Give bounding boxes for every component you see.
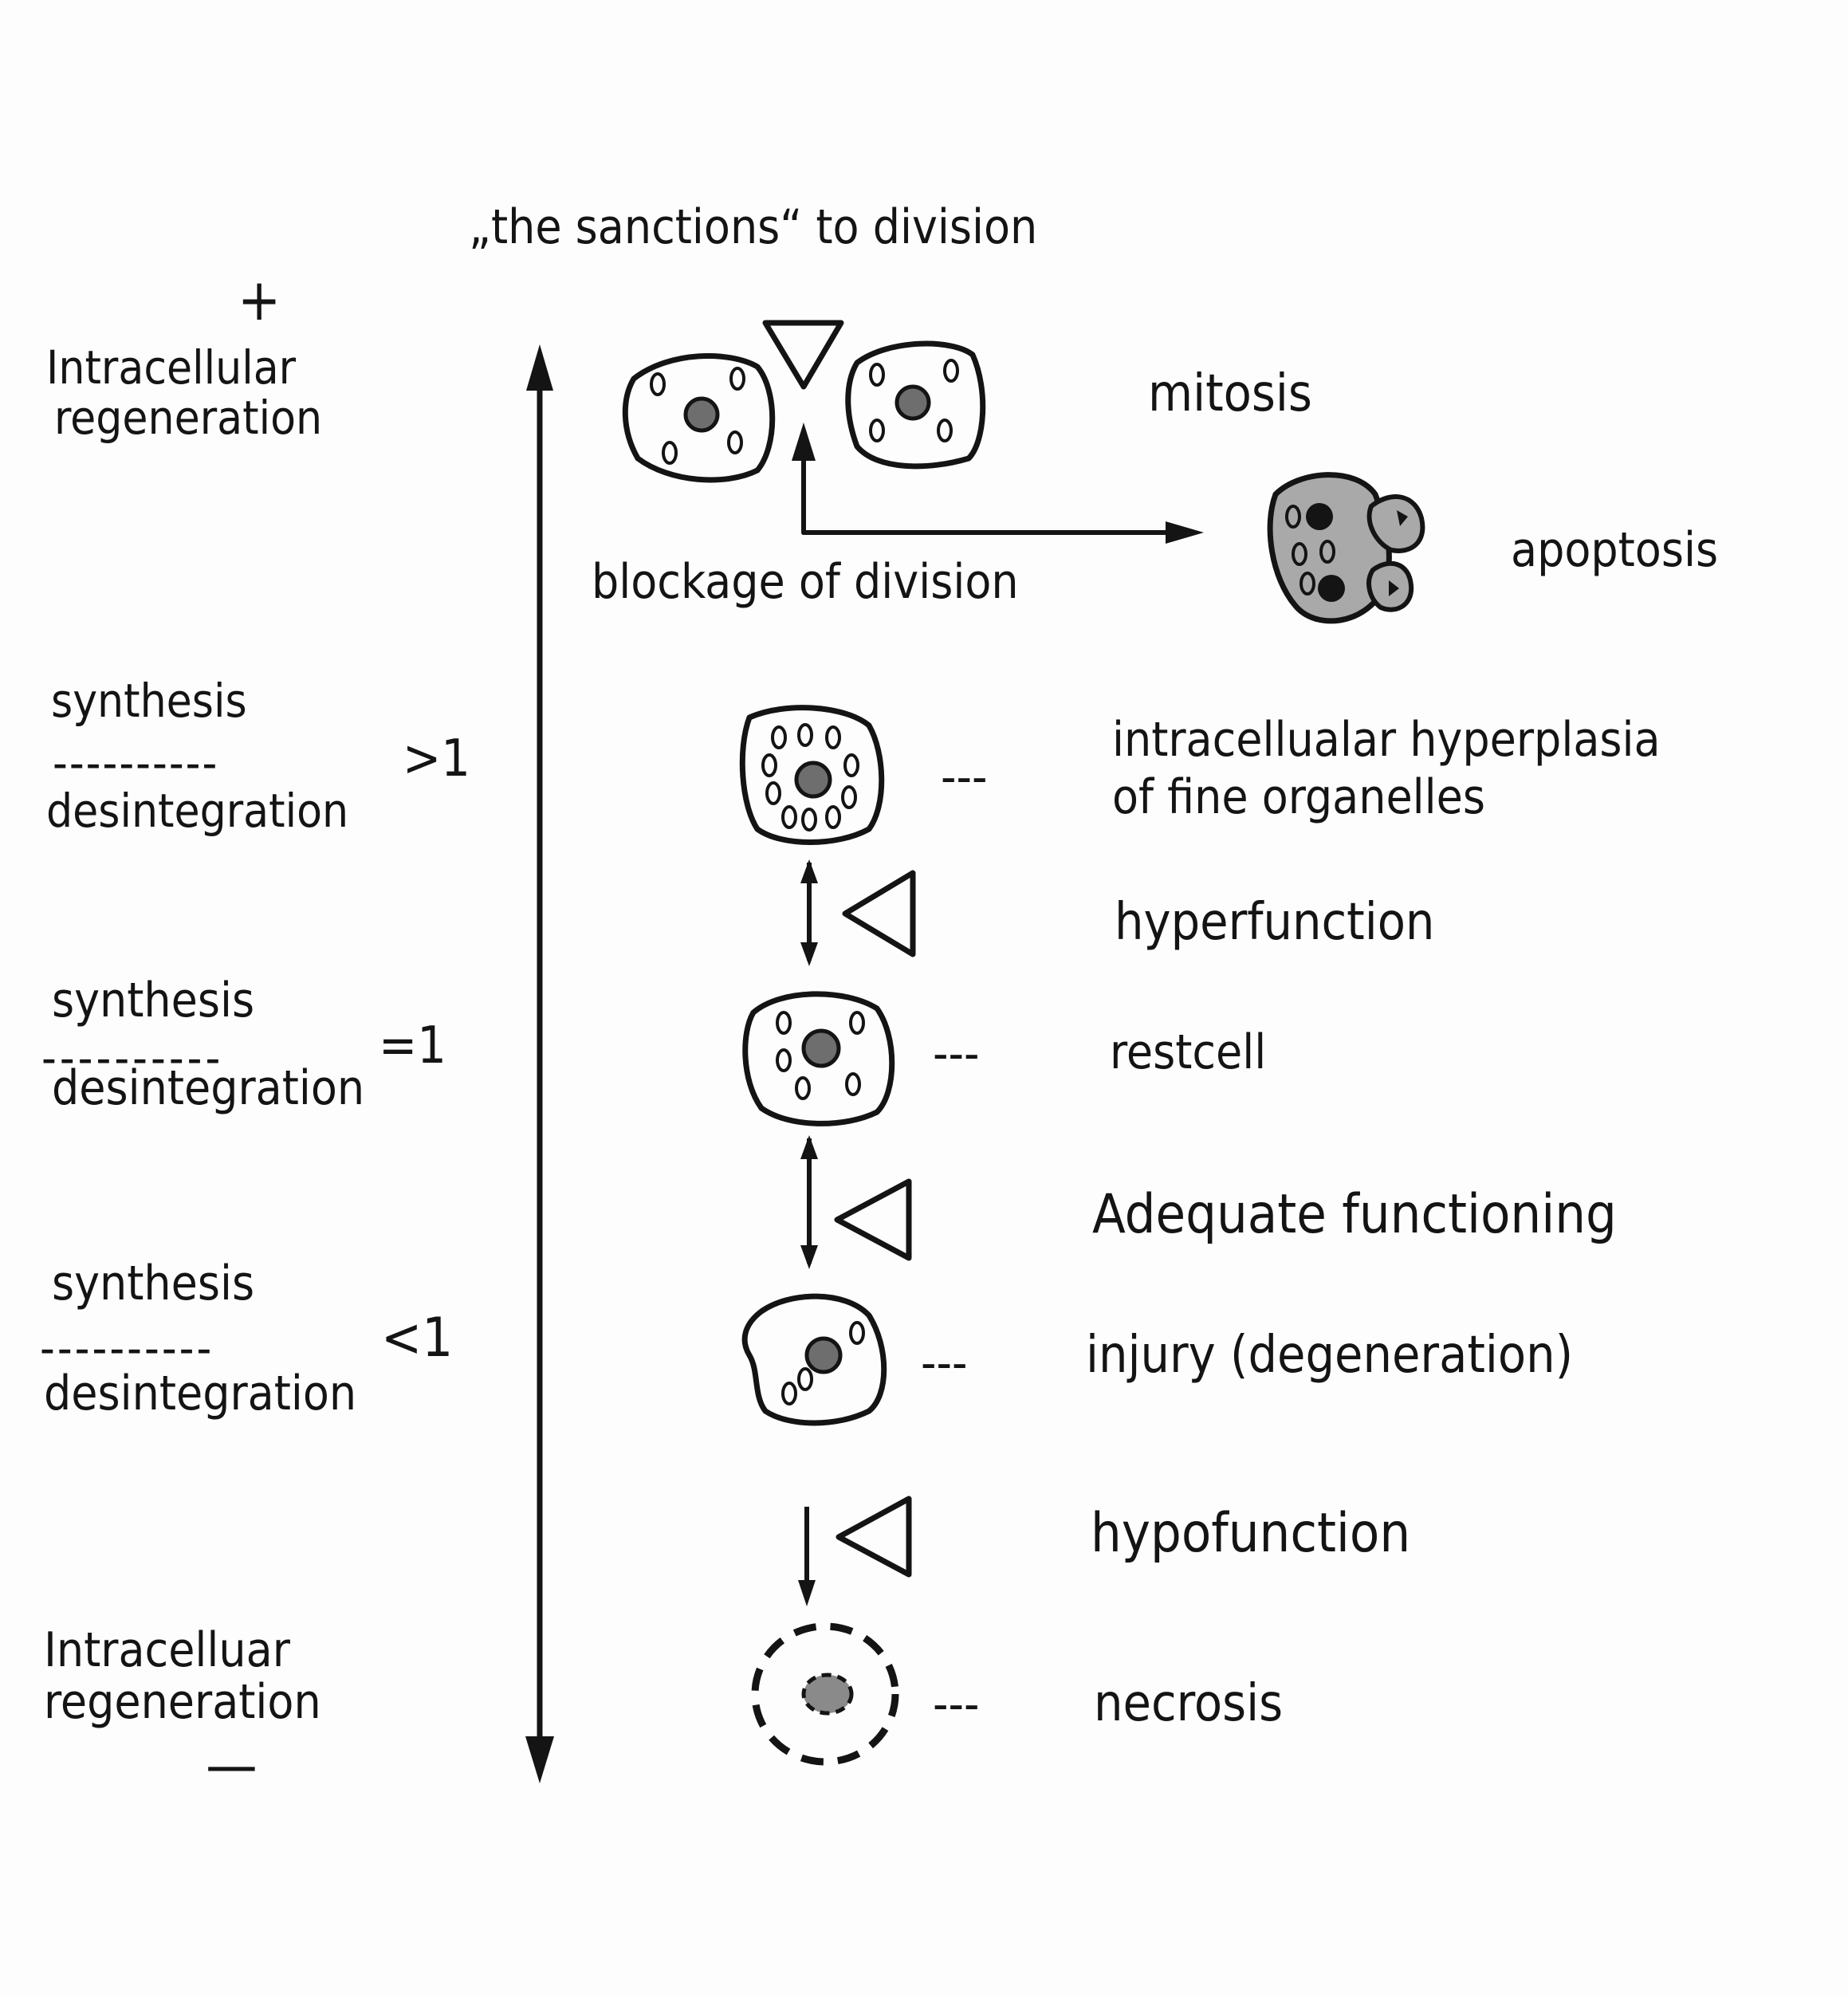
adequate-label: Adequate functioning: [1092, 1183, 1617, 1246]
ratio-lt-fraction-bar: ----------: [40, 1321, 214, 1375]
necrotic-cell: [751, 1622, 899, 1766]
bottom-label-line1: Intracelluar: [44, 1622, 290, 1678]
minus-sign: —: [206, 1732, 258, 1798]
ratio-eq-denominator: desintegration: [52, 1060, 365, 1116]
blockage-label: blockage of division: [592, 554, 1019, 610]
top-label-line1: Intracellular: [46, 340, 297, 395]
ratio-gt-relation: >1: [403, 729, 470, 788]
hyperplasia-cell: [739, 705, 885, 845]
ratio-eq-relation: =1: [379, 1016, 446, 1075]
ratio-eq-numerator: synthesis: [52, 973, 255, 1028]
injury-connector: ---: [921, 1335, 968, 1391]
top-label-line2: regeneration: [54, 391, 323, 445]
ratio-gt-fraction-bar: ----------: [53, 736, 219, 790]
hyperfunction-label: hyperfunction: [1115, 893, 1435, 952]
ratio-lt-numerator: synthesis: [52, 1256, 255, 1311]
injured-cell: [741, 1293, 887, 1426]
ratio-gt-numerator: synthesis: [51, 674, 247, 728]
necrosis-connector: ---: [933, 1677, 980, 1732]
ratio-gt-denominator: desintegration: [46, 784, 349, 838]
adequate-arrow: [800, 1135, 912, 1269]
mitosis-label: mitosis: [1148, 364, 1312, 423]
injury-label: injury (degeneration): [1086, 1326, 1574, 1385]
restcell-connector: ---: [933, 1026, 980, 1082]
rest-cell: [742, 991, 895, 1126]
hyperplasia-connector: ---: [941, 749, 988, 805]
sanctions-label: „the sanctions“ to division: [469, 199, 1038, 255]
ratio-lt-denominator: desintegration: [44, 1366, 357, 1421]
necrosis-label: necrosis: [1094, 1674, 1284, 1733]
hypofunction-label: hypofunction: [1091, 1502, 1411, 1565]
apoptosis-label: apoptosis: [1511, 522, 1719, 578]
bottom-label-line2: regeneration: [44, 1674, 321, 1730]
mitosis-right-cell: [845, 340, 986, 470]
blockage-arrow: [792, 423, 1204, 544]
mitosis-left-cell: [622, 352, 776, 483]
plus-sign: +: [238, 266, 281, 333]
restcell-label: restcell: [1110, 1024, 1267, 1080]
ratio-lt-relation: <1: [381, 1307, 454, 1370]
hypofunction-arrow: [798, 1496, 912, 1606]
ratio-eq-fraction-bar: ----------: [41, 1031, 224, 1085]
hyperplasia-label-line2: of fine organelles: [1112, 769, 1486, 825]
hyperfunction-arrow: [800, 859, 916, 966]
apoptotic-cell: [1267, 472, 1425, 624]
scale-arrow: [525, 344, 554, 1783]
division-sanction-triangle: [762, 320, 844, 390]
hyperplasia-label-line1: intracelluаlar hyperplasia: [1112, 712, 1661, 768]
